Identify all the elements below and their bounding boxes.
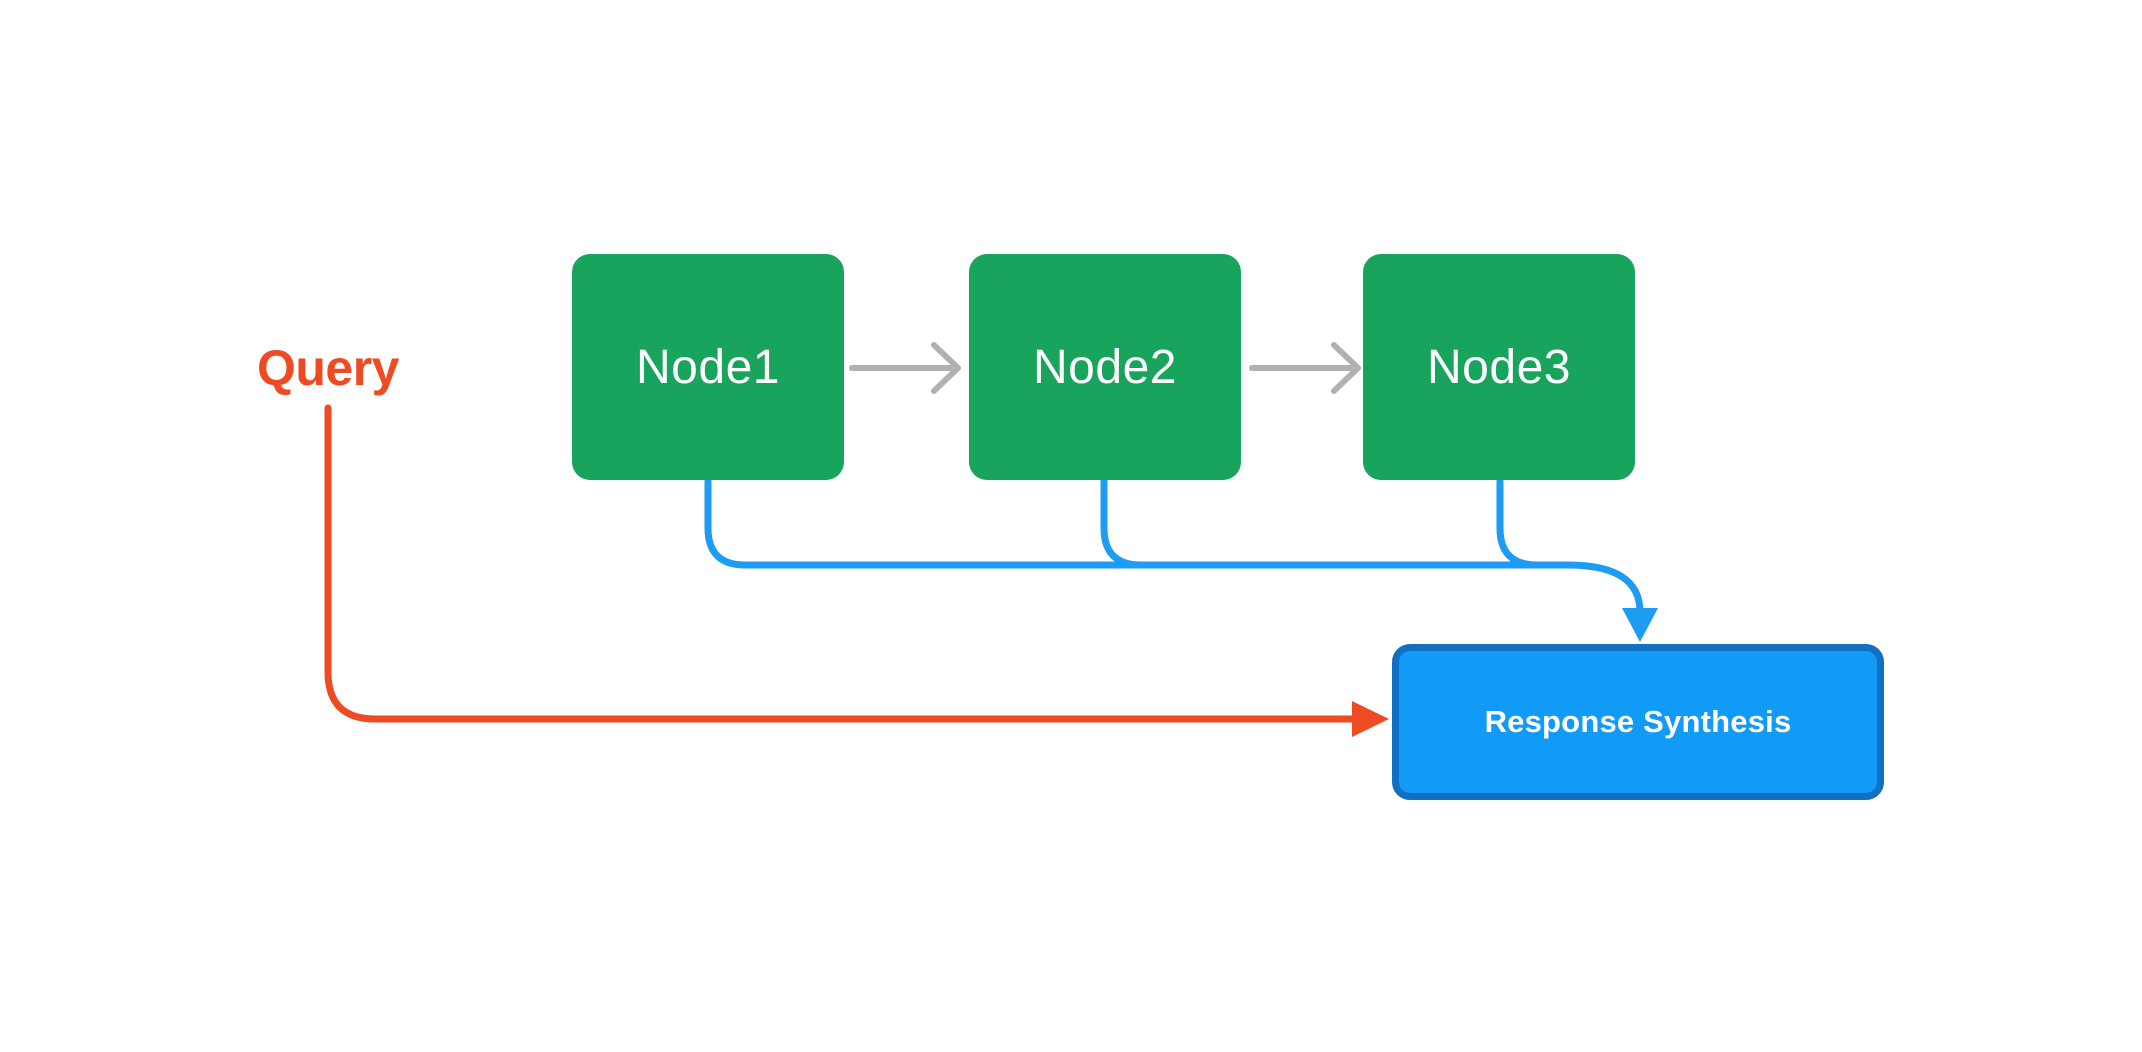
arrow-node2-to-node3: [1249, 342, 1361, 394]
arrow-chevron-icon: [1331, 342, 1361, 394]
node-label: Node1: [636, 340, 780, 394]
connector-node3-drop: [1496, 477, 1541, 569]
node-box-3: Node3: [1363, 254, 1635, 480]
response-synthesis-label: Response Synthesis: [1484, 704, 1792, 739]
query-arrowhead-icon: [1352, 701, 1389, 737]
connector-node1-drop: [704, 477, 749, 569]
node-label: Node2: [1033, 340, 1177, 394]
node-label: Node3: [1427, 340, 1571, 394]
connector-bus-to-synthesis: [741, 561, 1644, 618]
response-synthesis-box: Response Synthesis: [1392, 644, 1884, 800]
connector-node2-drop: [1100, 477, 1145, 569]
node-box-2: Node2: [969, 254, 1241, 480]
query-label: Query: [256, 340, 400, 396]
node-box-1: Node1: [572, 254, 844, 480]
arrow-chevron-icon: [931, 342, 961, 394]
arrow-node1-to-node2: [849, 342, 961, 394]
synthesis-arrowhead-icon: [1622, 608, 1658, 642]
